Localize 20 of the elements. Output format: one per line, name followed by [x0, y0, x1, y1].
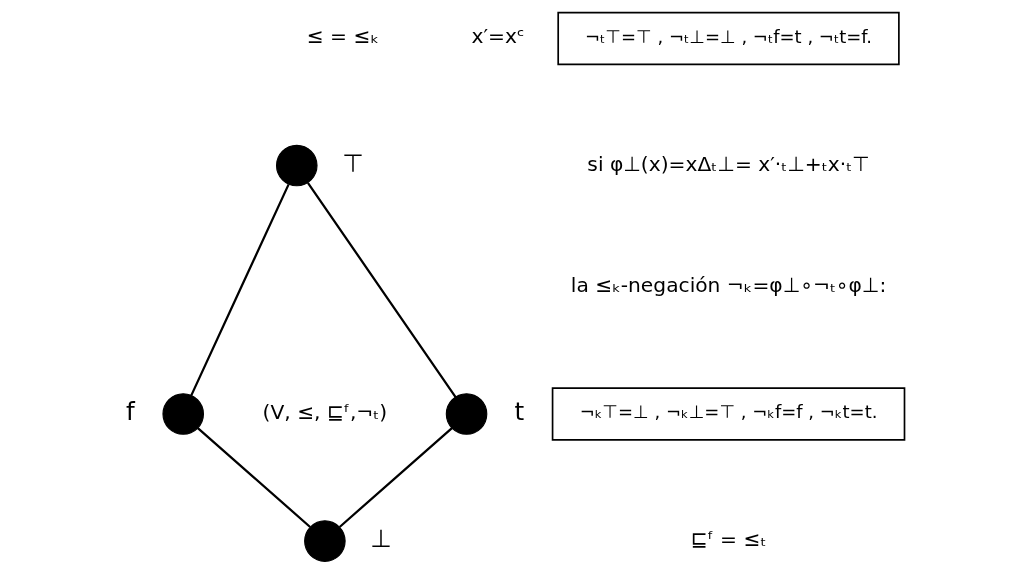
node-circle — [161, 393, 204, 435]
connector — [196, 427, 311, 528]
node-box: ¬ₖ⊤=⊥ , ¬ₖ⊥=⊤ , ¬ₖf=f , ¬ₖt=t. — [551, 387, 905, 441]
node-label: ⊤ — [341, 148, 364, 178]
node-label: t — [514, 397, 524, 427]
connector — [189, 183, 290, 396]
node-circle — [275, 144, 318, 187]
node-circle — [303, 520, 346, 562]
label: la ≤ₖ-negación ¬ₖ=φ⊥∘¬ₜ∘φ⊥: — [570, 272, 886, 297]
label: (V, ≤, ⊑ᶠ,¬ₜ) — [262, 400, 387, 424]
node-label: f — [125, 397, 135, 427]
label: ≤ = ≤ₖ — [306, 24, 379, 49]
connector — [306, 182, 456, 398]
label: ⊑ᶠ = ≤ₜ — [690, 527, 766, 552]
node-circle — [445, 393, 487, 435]
connector — [338, 427, 453, 528]
label: x′=xᶜ — [471, 24, 525, 49]
node-label: ⊥ — [369, 524, 392, 554]
node-box: ¬ₜ⊤=⊤ , ¬ₜ⊥=⊥ , ¬ₜf=t , ¬ₜt=f. — [556, 11, 900, 66]
label: si φ⊥(x)=xΔₜ⊥= x′·ₜ⊥+ₜx·ₜ⊤ — [586, 151, 870, 176]
